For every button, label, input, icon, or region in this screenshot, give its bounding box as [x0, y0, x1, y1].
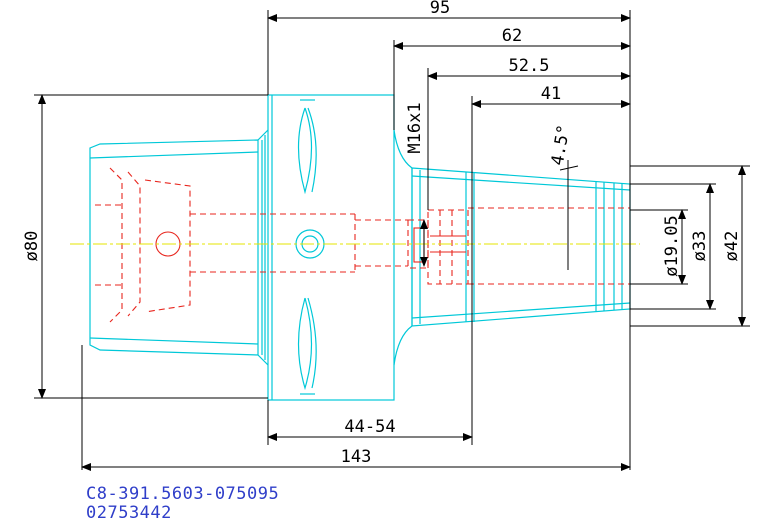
- dim-taper-angle: 4.5°: [548, 123, 575, 167]
- dim-95: 95: [430, 0, 450, 18]
- hidden-lines: [95, 167, 630, 323]
- dim-52-5: 52.5: [509, 56, 550, 76]
- dim-thread: M16x1: [405, 102, 425, 153]
- dim-diameter-19-05: ø19.05: [662, 215, 682, 276]
- dim-143: 143: [341, 447, 372, 467]
- dim-diameter-42: ø42: [722, 231, 742, 262]
- dim-flange-diameter: ø80: [22, 231, 42, 262]
- part-outline: [89, 94, 631, 401]
- dim-62: 62: [502, 26, 522, 46]
- dimension-lines: [34, 10, 750, 471]
- part-number: 02753442: [86, 503, 172, 523]
- dim-44-54: 44-54: [344, 417, 395, 437]
- dim-diameter-33: ø33: [690, 231, 710, 262]
- dim-41: 41: [541, 84, 561, 104]
- part-code: C8-391.5603-075095: [86, 484, 280, 504]
